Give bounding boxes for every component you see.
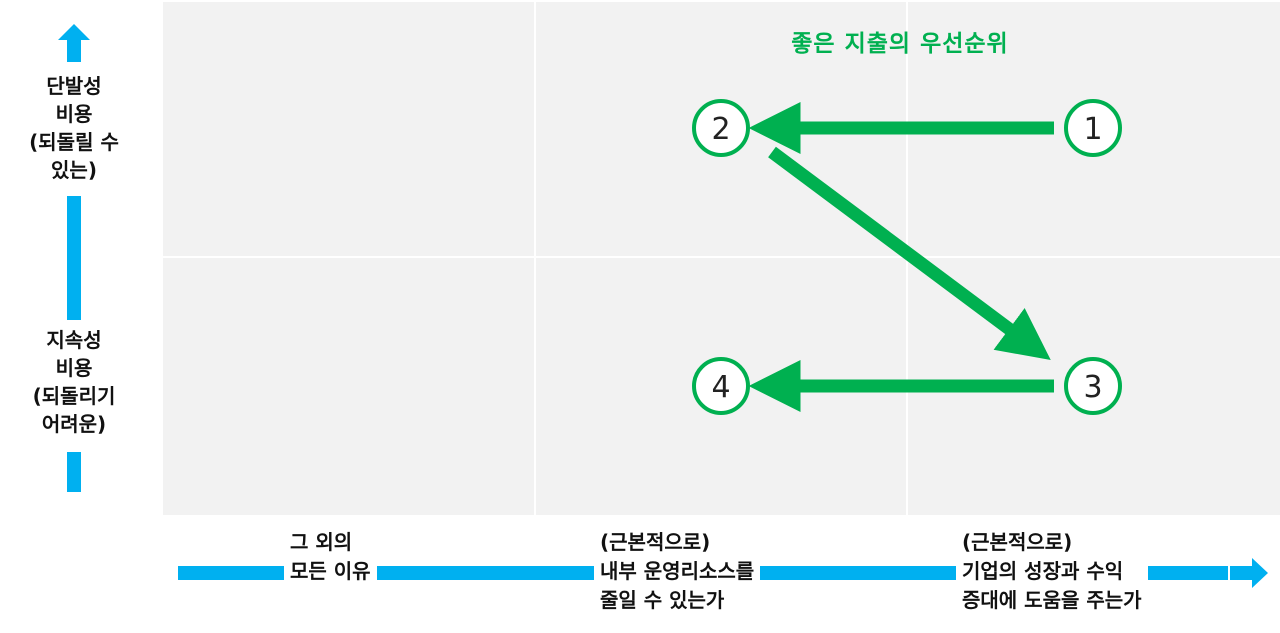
node-3-label: 3 (1083, 370, 1102, 405)
grid-divider-horizontal (163, 256, 1280, 258)
node-3: 3 (1064, 357, 1122, 415)
node-4: 4 (692, 357, 750, 415)
node-4-label: 4 (711, 370, 730, 405)
grid-divider-vertical-1 (534, 2, 536, 515)
node-2-label: 2 (711, 112, 730, 147)
arrow-2-to-3 (768, 146, 1051, 360)
y-axis-top-label: 단발성 비용 (되돌릴 수 있는) (29, 74, 119, 182)
x-axis-label-3: (근본적으로) 기업의 성장과 수익 증대에 도움을 주는가 (956, 528, 1148, 615)
quadrant-grid (163, 2, 1280, 515)
y-axis-bottom-label: 지속성 비용 (되돌리기 어려운) (32, 328, 116, 436)
y-axis-bar-middle (67, 196, 81, 320)
node-1-label: 1 (1083, 112, 1102, 147)
x-axis-label-1: 그 외의 모든 이유 (284, 528, 377, 586)
y-axis-arrow-head (58, 24, 90, 62)
x-axis-arrow-head (1230, 558, 1268, 588)
x-axis-label-2: (근본적으로) 내부 운영리소스를 줄일 수 있는가 (594, 528, 761, 615)
node-1: 1 (1064, 99, 1122, 157)
diagram-title: 좋은 지출의 우선순위 (791, 31, 1009, 57)
y-axis-bar-bottom (67, 452, 81, 492)
node-2: 2 (692, 99, 750, 157)
